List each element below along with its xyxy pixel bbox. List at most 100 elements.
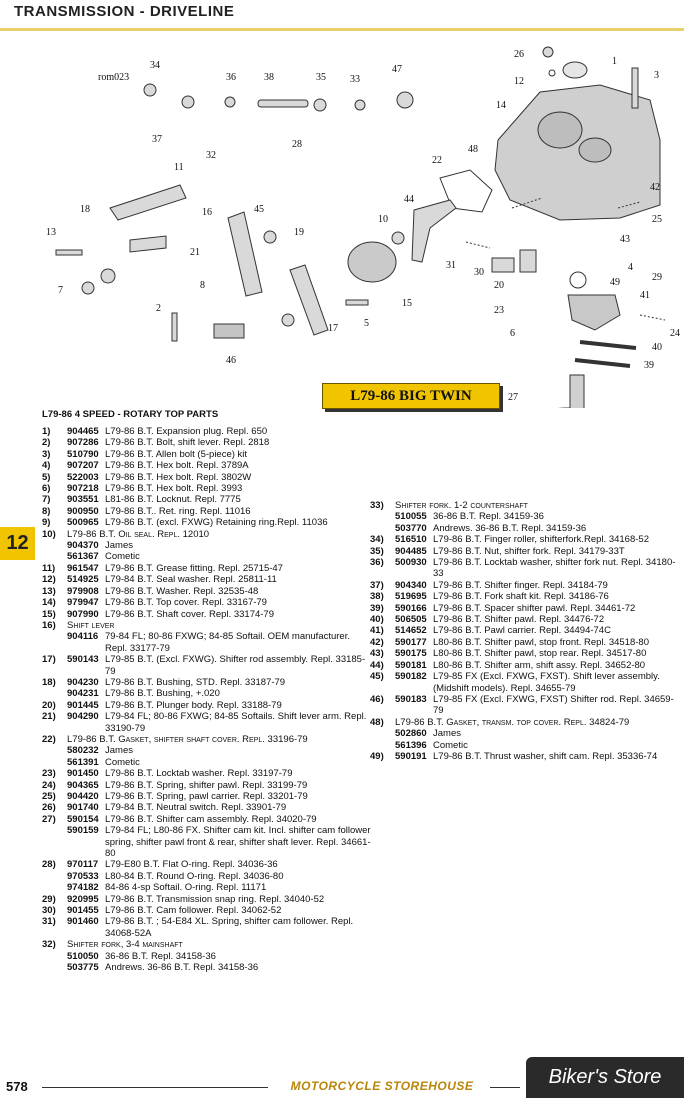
svg-text:12: 12 xyxy=(514,76,524,87)
svg-text:31: 31 xyxy=(446,260,456,271)
part-description: L79-E80 B.T. Flat O-ring. Repl. 34036-36 xyxy=(105,859,278,871)
part-number: 590182 xyxy=(395,671,427,683)
part-description: L79-86 B.T. Bushing, STD. Repl. 33187-79 xyxy=(105,676,286,688)
item-number: 44) xyxy=(370,659,384,671)
item-number: 21) xyxy=(42,711,56,723)
item-number: 5) xyxy=(42,471,51,483)
svg-text:13: 13 xyxy=(46,227,56,238)
svg-text:35: 35 xyxy=(316,72,326,83)
part-number: 506505 xyxy=(395,614,427,626)
item-number: 49) xyxy=(370,750,384,762)
svg-text:45: 45 xyxy=(254,204,264,215)
item-number: 20) xyxy=(42,699,56,711)
item-number: 10) xyxy=(42,528,56,540)
item-number: 18) xyxy=(42,676,56,688)
item-number xyxy=(42,745,67,756)
item-number: 37) xyxy=(370,579,384,591)
part-number: 901740 xyxy=(67,802,99,814)
svg-text:48: 48 xyxy=(468,144,478,155)
part-number: 502860 xyxy=(395,728,427,740)
part-number: 904340 xyxy=(395,579,427,591)
part-number: 500965 xyxy=(67,517,99,529)
part-description: L79-86 B.T. Spring, shifter pawl. Repl. … xyxy=(105,779,308,791)
svg-text:34: 34 xyxy=(150,60,160,71)
part-description: L79-86 B.T. Locktab washer. Repl. 33197-… xyxy=(105,768,293,780)
part-number: 904485 xyxy=(395,545,427,557)
part-number: 979947 xyxy=(67,597,99,609)
part-description: 36-86 B.T. Repl. 34158-36 xyxy=(105,950,216,962)
page-number: 578 xyxy=(6,1079,28,1094)
item-number: 1) xyxy=(42,426,51,437)
part-description: 79-84 FL; 80-86 FXWG; 84-85 Softail. OEM… xyxy=(105,631,350,654)
part-number: 900950 xyxy=(67,505,99,517)
part-description: L80-86 B.T. Shifter arm, shift assy. Rep… xyxy=(433,659,646,671)
part-description: L80-84 B.T. Round O-ring. Repl. 34036-80 xyxy=(105,870,284,882)
svg-text:29: 29 xyxy=(652,272,662,283)
part-number: 500930 xyxy=(395,557,427,569)
svg-text:19: 19 xyxy=(294,227,304,238)
section-heading: L79-86 4 SPEED - ROTARY TOP PARTS xyxy=(42,409,219,420)
part-number: 590166 xyxy=(395,602,427,614)
part-description: L79-86 B.T. Shifter pawl. Repl. 34476-72 xyxy=(433,614,605,626)
part-number: 590154 xyxy=(67,813,99,825)
item-number xyxy=(42,871,67,882)
item-number: 22) xyxy=(42,733,56,745)
part-description: L79-86 B.T. Bolt, shift lever. Repl. 281… xyxy=(105,437,270,449)
part-description: James xyxy=(105,540,133,552)
item-number xyxy=(370,728,395,739)
shifter-rod xyxy=(227,211,263,297)
part-description: Shift lever xyxy=(67,619,115,631)
svg-text:36: 36 xyxy=(226,72,236,83)
part-description: L79-86 B.T. Top cover. Repl. 33167-79 xyxy=(105,597,267,609)
item-number: 16) xyxy=(42,619,56,631)
part-description: L79-86 B.T. (excl. FXWG) Retaining ring.… xyxy=(105,517,328,529)
part-number: 904290 xyxy=(67,711,99,723)
item-number xyxy=(370,511,395,522)
part-number: 590177 xyxy=(395,636,427,648)
part-description: L79-86 B.T.. Ret. ring. Repl. 11016 xyxy=(105,505,251,517)
svg-text:8: 8 xyxy=(200,280,205,291)
part-row: 21) 904290 L79-84 FL; 80-86 FXWG; 84-85 So… xyxy=(42,711,372,734)
part-number: 901455 xyxy=(67,905,99,917)
footer-divider-right xyxy=(490,1087,520,1088)
part-description: L79-86 B.T. Fork shaft kit. Repl. 34186-… xyxy=(433,591,609,603)
part-description: L80-86 B.T. Shifter pawl, stop front. Re… xyxy=(433,636,649,648)
item-number xyxy=(370,523,395,534)
item-number: 28) xyxy=(42,859,56,871)
part-description: Shifter fork, 3-4 mainshaft xyxy=(67,939,183,951)
svg-text:3: 3 xyxy=(654,70,659,81)
page-title: TRANSMISSION - DRIVELINE xyxy=(14,3,235,20)
part-description: L79-84 FL; 80-86 FXWG; 84-85 Softails. S… xyxy=(105,711,367,734)
item-number: 42) xyxy=(370,636,384,648)
item-number: 26) xyxy=(42,802,56,814)
svg-text:6: 6 xyxy=(510,328,515,339)
item-number: 31) xyxy=(42,916,56,928)
svg-text:26: 26 xyxy=(514,49,524,60)
part-number: 904231 xyxy=(67,688,99,700)
svg-text:18: 18 xyxy=(80,204,90,215)
item-number xyxy=(42,631,67,654)
part-description: Andrews. 36-86 B.T. Repl. 34159-36 xyxy=(433,522,587,534)
svg-text:40: 40 xyxy=(652,342,662,353)
